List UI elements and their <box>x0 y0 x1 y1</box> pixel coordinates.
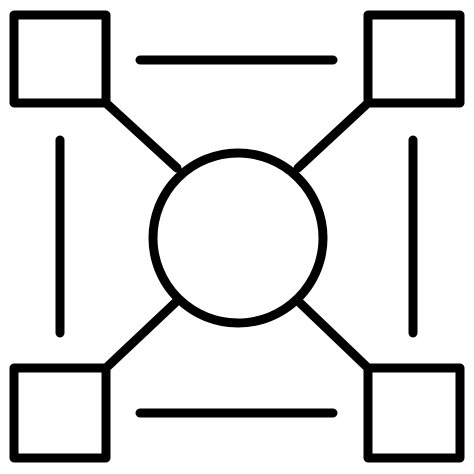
connector-bottom-right <box>293 296 373 373</box>
connector-top-right <box>293 98 373 173</box>
top-left-node-square <box>9 10 111 108</box>
bottom-left-node-square <box>9 363 111 463</box>
top-right-node-square <box>363 10 465 108</box>
center-hub-circle <box>148 148 328 328</box>
connector-bottom-left <box>101 296 182 373</box>
bottom-right-node-square <box>363 363 465 463</box>
connector-top-left <box>101 98 182 173</box>
